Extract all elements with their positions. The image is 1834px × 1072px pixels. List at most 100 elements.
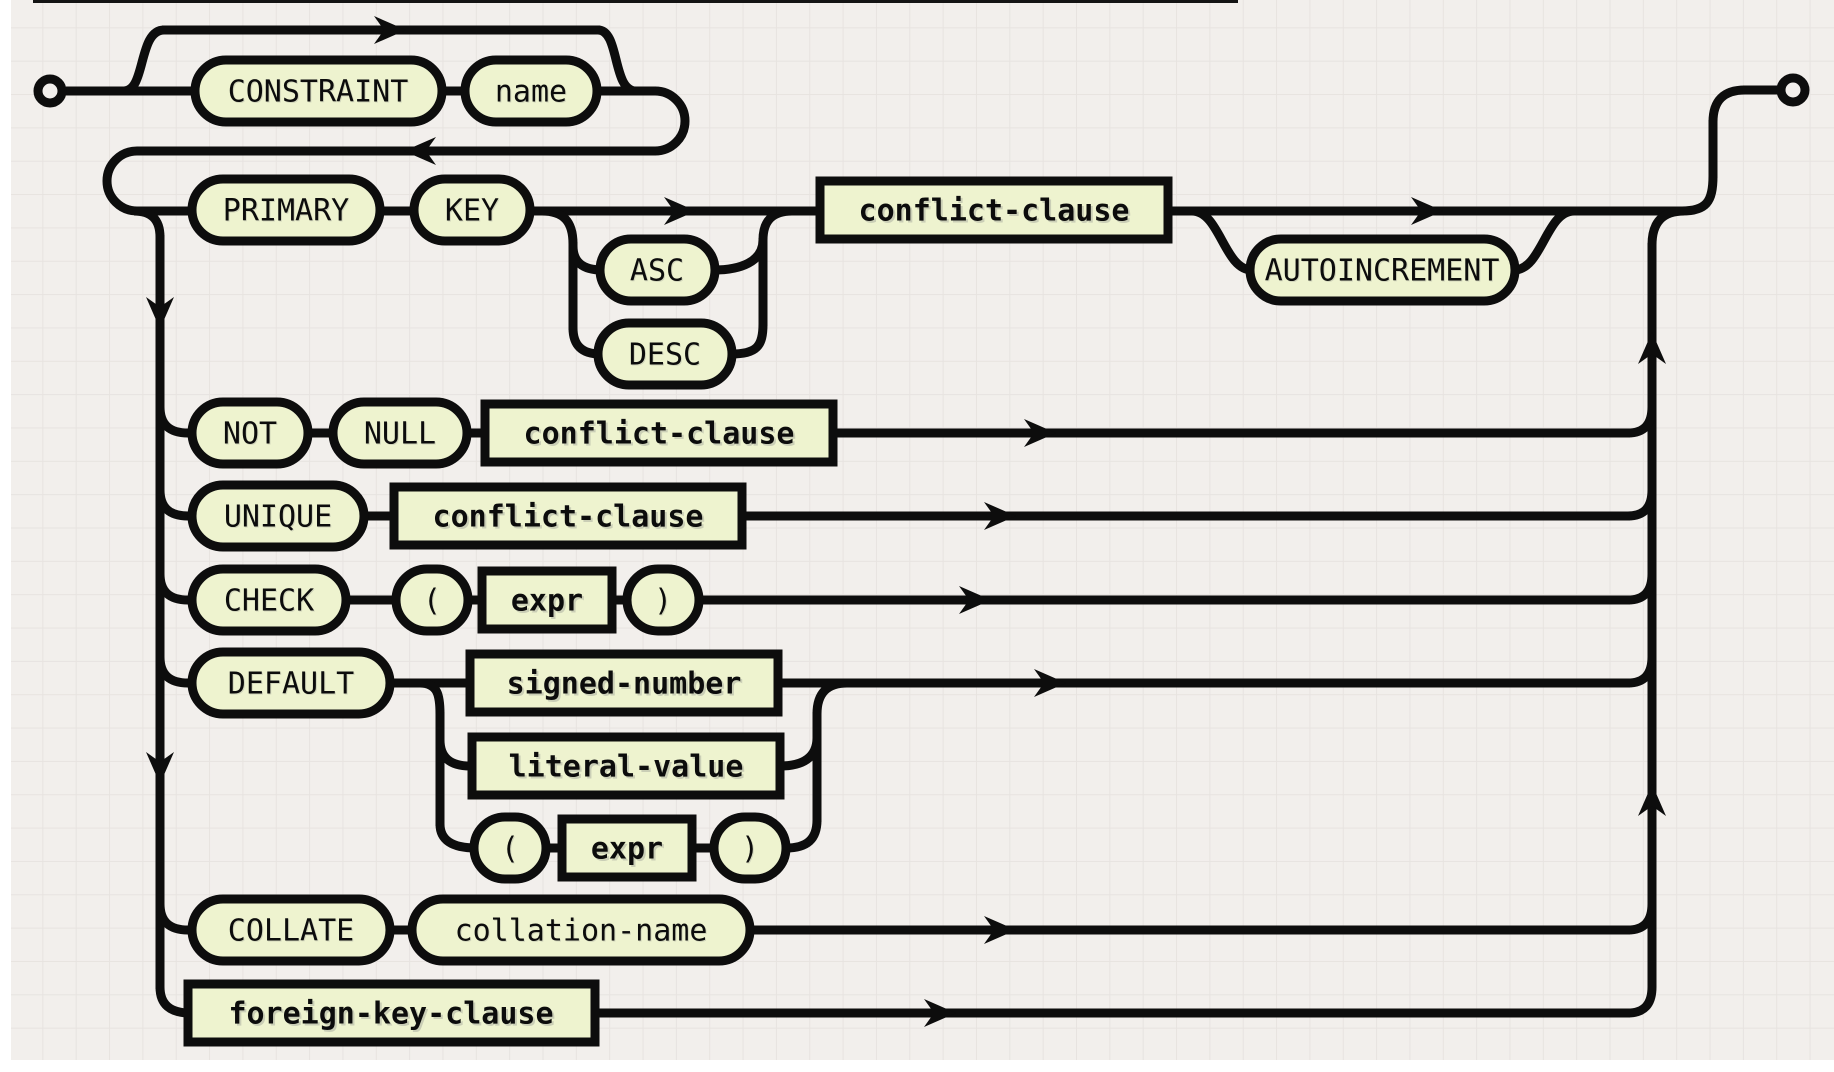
terminal-label: UNIQUE bbox=[224, 500, 332, 535]
terminal-constraint: CONSTRAINT bbox=[190, 55, 447, 127]
rail-branch-curve bbox=[133, 206, 165, 238]
arrow-up-icon bbox=[1638, 784, 1666, 816]
page-top-border bbox=[33, 0, 1238, 3]
terminal-label: CONSTRAINT bbox=[228, 75, 409, 110]
rail-asc-fork bbox=[541, 206, 578, 245]
nonterminal-label[interactable]: expr bbox=[591, 832, 663, 867]
rail-entry-collate bbox=[155, 903, 189, 935]
nonterminal-foreign-key-clause[interactable]: foreign-key-clause bbox=[183, 979, 600, 1047]
terminal-label: NULL bbox=[364, 417, 436, 452]
rail-skip-down bbox=[596, 25, 638, 96]
rail-not-merge bbox=[1627, 406, 1657, 438]
rail-skip-up bbox=[122, 25, 165, 96]
rail-left-uturn bbox=[102, 146, 138, 216]
arrow-right-icon bbox=[1024, 419, 1056, 447]
terminal-key: KEY bbox=[409, 174, 535, 246]
terminal-label: ) bbox=[741, 832, 759, 867]
arrow-right-icon bbox=[959, 586, 991, 614]
arrow-down-icon bbox=[146, 297, 174, 329]
rail-ascdesc-merge-top bbox=[758, 206, 793, 241]
end-terminal-icon bbox=[1776, 73, 1810, 107]
arrow-right-icon bbox=[924, 999, 956, 1027]
terminal-label: ( bbox=[423, 584, 441, 619]
nonterminal-conflict-clause-unique[interactable]: conflict-clause bbox=[389, 482, 747, 550]
nonterminal-label[interactable]: conflict-clause bbox=[859, 194, 1130, 229]
rail-entry-check bbox=[155, 573, 189, 605]
terminal-rparen-default: ) bbox=[709, 812, 791, 884]
nonterminal-expr-check[interactable]: expr bbox=[477, 566, 617, 634]
arrow-down-icon bbox=[146, 752, 174, 784]
terminal-rparen-check: ) bbox=[622, 564, 704, 636]
rail-literal-exit bbox=[779, 737, 822, 771]
rail-right-top-curve bbox=[1647, 206, 1685, 246]
rail-default-merge bbox=[1627, 656, 1657, 688]
nonterminal-conflict-clause-primary[interactable]: conflict-clause bbox=[815, 176, 1173, 244]
terminal-label: DESC bbox=[629, 338, 701, 373]
nonterminal-signed-number[interactable]: signed-number bbox=[465, 649, 783, 717]
arrow-right-icon bbox=[1411, 197, 1443, 225]
arrow-right-icon bbox=[1034, 669, 1066, 697]
terminal-label: collation-name bbox=[455, 914, 708, 949]
terminal-label: DEFAULT bbox=[228, 667, 354, 702]
terminal-label: PRIMARY bbox=[223, 194, 349, 229]
terminal-name: name bbox=[460, 55, 602, 127]
nonterminal-label[interactable]: expr bbox=[511, 584, 583, 619]
nonterminal-expr-default[interactable]: expr bbox=[557, 814, 697, 882]
nonterminal-label[interactable]: conflict-clause bbox=[524, 417, 795, 452]
start-terminal-icon bbox=[33, 74, 67, 108]
terminal-lparen-default: ( bbox=[469, 812, 551, 884]
nonterminal-label[interactable]: conflict-clause bbox=[433, 500, 704, 535]
rail-default-fork bbox=[419, 678, 445, 715]
terminal-check: CHECK bbox=[187, 564, 351, 636]
terminal-default: DEFAULT bbox=[187, 647, 395, 719]
arrow-right-icon bbox=[984, 502, 1016, 530]
rail-entry-unique bbox=[155, 489, 189, 521]
rail-autoinc-merge bbox=[1513, 206, 1575, 275]
terminal-null: NULL bbox=[328, 397, 472, 469]
rail-default-merge-top bbox=[812, 678, 848, 715]
terminal-label: COLLATE bbox=[228, 914, 354, 949]
terminal-collate: COLLATE bbox=[187, 894, 395, 966]
terminal-collation-name: collation-name bbox=[407, 894, 755, 966]
nonterminal-label[interactable]: signed-number bbox=[507, 667, 742, 702]
terminal-label: KEY bbox=[445, 194, 499, 229]
terminal-primary: PRIMARY bbox=[187, 174, 385, 246]
terminal-label: CHECK bbox=[224, 584, 314, 619]
rail-entry-not bbox=[155, 406, 189, 438]
terminal-autoincrement: AUTOINCREMENT bbox=[1245, 234, 1520, 306]
arrow-right-icon bbox=[664, 197, 696, 225]
nonterminal-label[interactable]: literal-value bbox=[509, 750, 744, 785]
nonterminal-conflict-clause-not[interactable]: conflict-clause bbox=[480, 399, 838, 467]
rail-collate-merge bbox=[1627, 903, 1657, 935]
nonterminal-label[interactable]: foreign-key-clause bbox=[228, 997, 553, 1032]
rail-asc-exit bbox=[713, 239, 768, 275]
terminal-label: ( bbox=[501, 832, 519, 867]
arrow-right-icon bbox=[984, 916, 1016, 944]
flow-arrows bbox=[146, 16, 1666, 1027]
terminal-unique: UNIQUE bbox=[187, 480, 369, 552]
rail-parens-exit bbox=[785, 819, 822, 853]
rail-literal-entry bbox=[435, 739, 471, 771]
arrow-right-icon bbox=[374, 16, 406, 44]
terminal-not: NOT bbox=[187, 397, 313, 469]
terminal-asc: ASC bbox=[595, 234, 720, 306]
rail-fk-merge bbox=[1627, 986, 1657, 1018]
terminal-label: ) bbox=[654, 584, 672, 619]
rail-autoinc-fork bbox=[1191, 206, 1253, 275]
arrow-left-icon bbox=[404, 137, 436, 165]
nonterminal-literal-value[interactable]: literal-value bbox=[467, 732, 785, 800]
rail-right-uturn bbox=[654, 86, 690, 156]
rail-exit-scurve bbox=[1681, 175, 1718, 216]
terminal-label: name bbox=[495, 75, 567, 110]
terminal-lparen-check: ( bbox=[391, 564, 473, 636]
rail-desc-exit bbox=[730, 323, 768, 359]
rail-check-merge bbox=[1627, 573, 1657, 605]
rail-exit-top-curve bbox=[1708, 85, 1746, 123]
terminal-label: ASC bbox=[630, 254, 684, 289]
rail-unique-merge bbox=[1627, 489, 1657, 521]
terminal-desc: DESC bbox=[593, 318, 737, 390]
terminal-label: NOT bbox=[223, 417, 277, 452]
terminal-label: AUTOINCREMENT bbox=[1265, 254, 1500, 289]
